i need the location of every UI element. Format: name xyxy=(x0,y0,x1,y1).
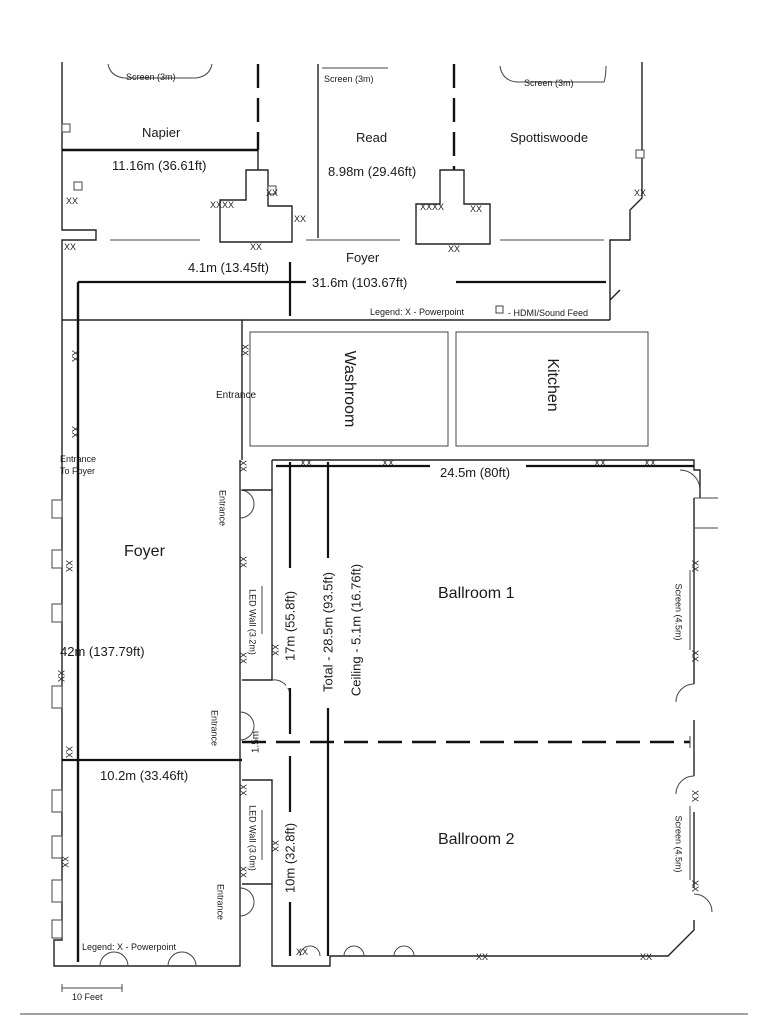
napier-width-dimension: 11.16m (36.61ft) xyxy=(112,158,206,173)
powerpoint-mark: XX xyxy=(448,244,460,254)
powerpoint-mark: XX xyxy=(238,652,248,664)
hdmi-point xyxy=(73,181,83,191)
ballroom2-length-dimension: 10m (32.8ft) xyxy=(282,823,297,893)
powerpoint-mark: XX xyxy=(60,856,70,868)
powerpoint-mark: XX xyxy=(690,880,700,892)
powerpoint-mark: XX xyxy=(644,458,656,468)
powerpoint-mark: XX xyxy=(296,947,308,957)
powerpoint-mark: XX xyxy=(238,460,248,472)
powerpoint-mark: XX xyxy=(240,344,250,356)
powerpoint-mark: XX xyxy=(64,560,74,572)
powerpoint-mark: XX xyxy=(300,458,312,468)
foyer-lower-width-dimension: 10.2m (33.46ft) xyxy=(100,768,188,783)
powerpoint-mark: XX xyxy=(270,840,280,852)
kitchen-label: Kitchen xyxy=(544,358,561,411)
total-length-dimension: Total - 28.5m (93.5ft) xyxy=(320,572,335,692)
powerpoint-mark: XX xyxy=(238,784,248,796)
powerpoint-mark: XX xyxy=(270,644,280,656)
powerpoint-mark: XX xyxy=(238,556,248,568)
ballroom-walls xyxy=(271,459,718,967)
top-legend-hdmi: - HDMI/Sound Feed xyxy=(508,308,588,318)
powerpoint-mark: XX xyxy=(634,188,646,198)
top-block-walls xyxy=(61,62,643,460)
hdmi-point xyxy=(267,185,277,195)
led-wall-lower-label: LED Wall (3.0m) xyxy=(248,805,258,871)
entrance-to-foyer-label-1: Entrance xyxy=(60,454,96,464)
spottiswoode-screen-label: Screen (3m) xyxy=(524,78,574,88)
washroom-room xyxy=(249,331,449,447)
ballroom-entrance-label-b: Entrance xyxy=(210,710,220,746)
bottom-legend-powerpoint: Legend: X - Powerpoint xyxy=(82,942,177,952)
ballroom2-screen-label: Screen (4.5m) xyxy=(674,815,684,872)
read-room-label: Read xyxy=(356,130,387,145)
led-wall-upper-label: LED Wall (3.2m) xyxy=(248,589,258,655)
ballroom1-label: Ballroom 1 xyxy=(438,585,515,602)
powerpoint-mark: XX xyxy=(690,650,700,662)
ballroom2-label: Ballroom 2 xyxy=(438,831,515,848)
top-total-dimension: 31.6m (103.67ft) xyxy=(312,275,407,290)
dimension-label-gap xyxy=(430,464,526,478)
napier-room-label: Napier xyxy=(142,125,181,140)
ceiling-height-dimension: Ceiling - 5.1m (16.76ft) xyxy=(348,564,363,696)
powerpoint-mark: XX xyxy=(476,952,488,962)
hdmi-point xyxy=(635,149,645,159)
top-foyer-label: Foyer xyxy=(346,250,380,265)
powerpoint-mark: XX xyxy=(382,458,394,468)
powerpoint-mark: XX xyxy=(64,746,74,758)
left-foyer-label: Foyer xyxy=(124,543,166,560)
powerpoint-mark: XX xyxy=(64,242,76,252)
hdmi-legend-swatch xyxy=(495,305,504,314)
powerpoint-mark: XX xyxy=(66,196,78,206)
powerpoint-mark: XX xyxy=(70,350,80,362)
ballroom1-screen-label: Screen (4.5m) xyxy=(674,583,684,640)
scale-bar-line xyxy=(61,984,123,992)
top-legend-powerpoint: Legend: X - Powerpoint xyxy=(370,307,465,317)
ballroom-entrance-label-c: Entrance xyxy=(216,884,226,920)
powerpoint-mark: XX xyxy=(594,458,606,468)
powerpoint-mark: XX xyxy=(238,866,248,878)
kitchen-room xyxy=(455,331,649,447)
spottiswoode-room-label: Spottiswoode xyxy=(510,130,588,145)
scale-bar-label: 10 Feet xyxy=(72,992,103,1002)
powerpoint-mark: XX xyxy=(640,952,652,962)
read-screen-label: Screen (3m) xyxy=(324,74,374,84)
hdmi-point xyxy=(61,123,71,133)
powerpoint-mark: XX xyxy=(250,242,262,252)
foyer-gap-dimension: 4.1m (13.45ft) xyxy=(188,260,269,275)
ballroom-width-dimension: 24.5m (80ft) xyxy=(440,465,510,480)
washroom-label: Washroom xyxy=(341,351,358,428)
powerpoint-mark: XX xyxy=(70,426,80,438)
powerpoint-mark: XXXX xyxy=(210,200,234,210)
powerpoint-mark: XX xyxy=(470,204,482,214)
powerpoint-mark: XX xyxy=(690,560,700,572)
powerpoint-mark: XX xyxy=(690,790,700,802)
powerpoint-mark: XX xyxy=(56,670,66,682)
east-foyer-entrance-label: Entrance xyxy=(216,390,256,401)
powerpoint-mark: XXXX xyxy=(420,202,444,212)
top-screens xyxy=(107,63,607,83)
foyer-length-dimension: 42m (137.79ft) xyxy=(60,644,145,659)
left-foyer-walls xyxy=(51,282,255,967)
ballroom1-length-dimension: 17m (55.8ft) xyxy=(282,591,297,661)
entrance-to-foyer-label-2: To Foyer xyxy=(60,466,95,476)
read-width-dimension: 8.98m (29.46ft) xyxy=(328,164,416,179)
powerpoint-mark: XX xyxy=(294,214,306,224)
ballroom-entrance-label-a: Entrance xyxy=(218,490,228,526)
napier-screen-label: Screen (3m) xyxy=(126,72,176,82)
powerpoint-mark: XX xyxy=(266,188,278,198)
